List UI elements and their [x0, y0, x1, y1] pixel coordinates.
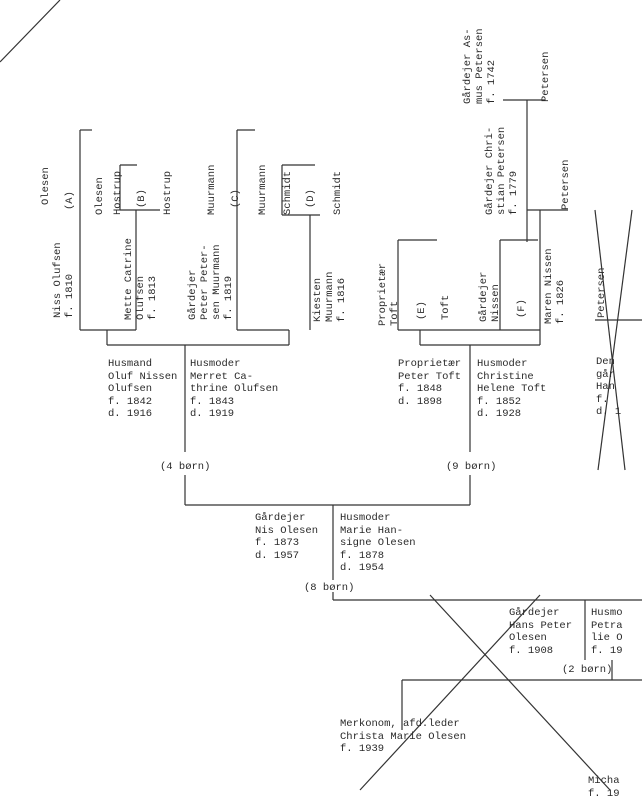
- name-mette-catrine: Mette Catrine Olufsen f. 1813: [123, 238, 159, 320]
- surname-olesen-a: Olesen: [40, 167, 52, 205]
- person-edge-right: Den går Han f. d. 1: [596, 356, 622, 418]
- surname-petersen-c: Petersen: [560, 159, 572, 210]
- label-d: (D): [305, 189, 317, 208]
- surname-petersen-edge: Petersen: [596, 267, 608, 318]
- name-niss-olufsen: Niss Olufsen f. 1810: [52, 242, 76, 318]
- surname-schmidt-b: Schmidt: [332, 170, 344, 215]
- person-hans-olesen: Gårdejer Hans Peter Olesen f. 1908: [509, 607, 573, 657]
- label-a: (A): [64, 191, 76, 210]
- person-oluf-olufsen: Husmand Oluf Nissen Olufsen f. 1842 d. 1…: [108, 358, 178, 420]
- surname-muurmann-a: Muurmann: [206, 164, 218, 215]
- person-merret-olufsen: Husmoder Merret Ca- thrine Olufsen f. 18…: [190, 358, 279, 420]
- person-edge-bottom: Micha f. 19: [588, 775, 620, 800]
- name-asmus-petersen: Gårdejer As- mus Petersen f. 1742: [462, 28, 498, 104]
- surname-olesen-b: Olesen: [94, 177, 106, 215]
- person-nis-olesen: Gårdejer Nis Olesen f. 1873 d. 1957: [255, 512, 319, 562]
- name-christian-petersen: Gårdejer Chri- stian Petersen f. 1779: [484, 126, 520, 215]
- person-peter-toft: Proprietær Peter Toft f. 1848 d. 1898: [398, 358, 462, 408]
- person-edge-right-2: Husmo Petra lie O f. 19: [591, 607, 623, 657]
- children-count-2: (2 børn): [562, 664, 613, 676]
- name-gardejer-nissen: Gårdejer Nissen: [478, 271, 502, 322]
- surname-hostrup-a: Hostrup: [112, 170, 124, 215]
- label-c: (C): [230, 189, 242, 208]
- surname-hostrup-b: Hostrup: [162, 170, 174, 215]
- person-christa-olesen: Merkonom, afd.leder Christa Marie Olesen…: [340, 718, 467, 755]
- surname-toft: Toft: [440, 294, 452, 320]
- surname-schmidt-a: Schmidt: [282, 170, 294, 215]
- name-maren-nissen: Maren Nissen f. 1826: [543, 248, 567, 324]
- children-count-4: (4 børn): [160, 461, 211, 473]
- children-count-8: (8 børn): [304, 582, 355, 594]
- surname-petersen-a: Petersen: [540, 51, 552, 102]
- person-christine-toft: Husmoder Christine Helene Toft f. 1852 d…: [477, 358, 547, 420]
- name-kiesten-muurmann: Kiesten Muurmann f. 1816: [312, 271, 348, 322]
- label-f: (F): [516, 299, 528, 318]
- surname-muurmann-b: Muurmann: [257, 164, 269, 215]
- name-peter-muurmann: Gårdejer Peter Peter- sen Muurmann f. 18…: [187, 244, 235, 320]
- person-marie-olesen: Husmoder Marie Han- signe Olesen f. 1878…: [340, 512, 416, 574]
- label-e: (E): [416, 301, 428, 320]
- children-count-9: (9 børn): [446, 461, 497, 473]
- name-proprietaer-toft: Proprietær Toft: [377, 262, 401, 326]
- label-b: (B): [136, 189, 148, 208]
